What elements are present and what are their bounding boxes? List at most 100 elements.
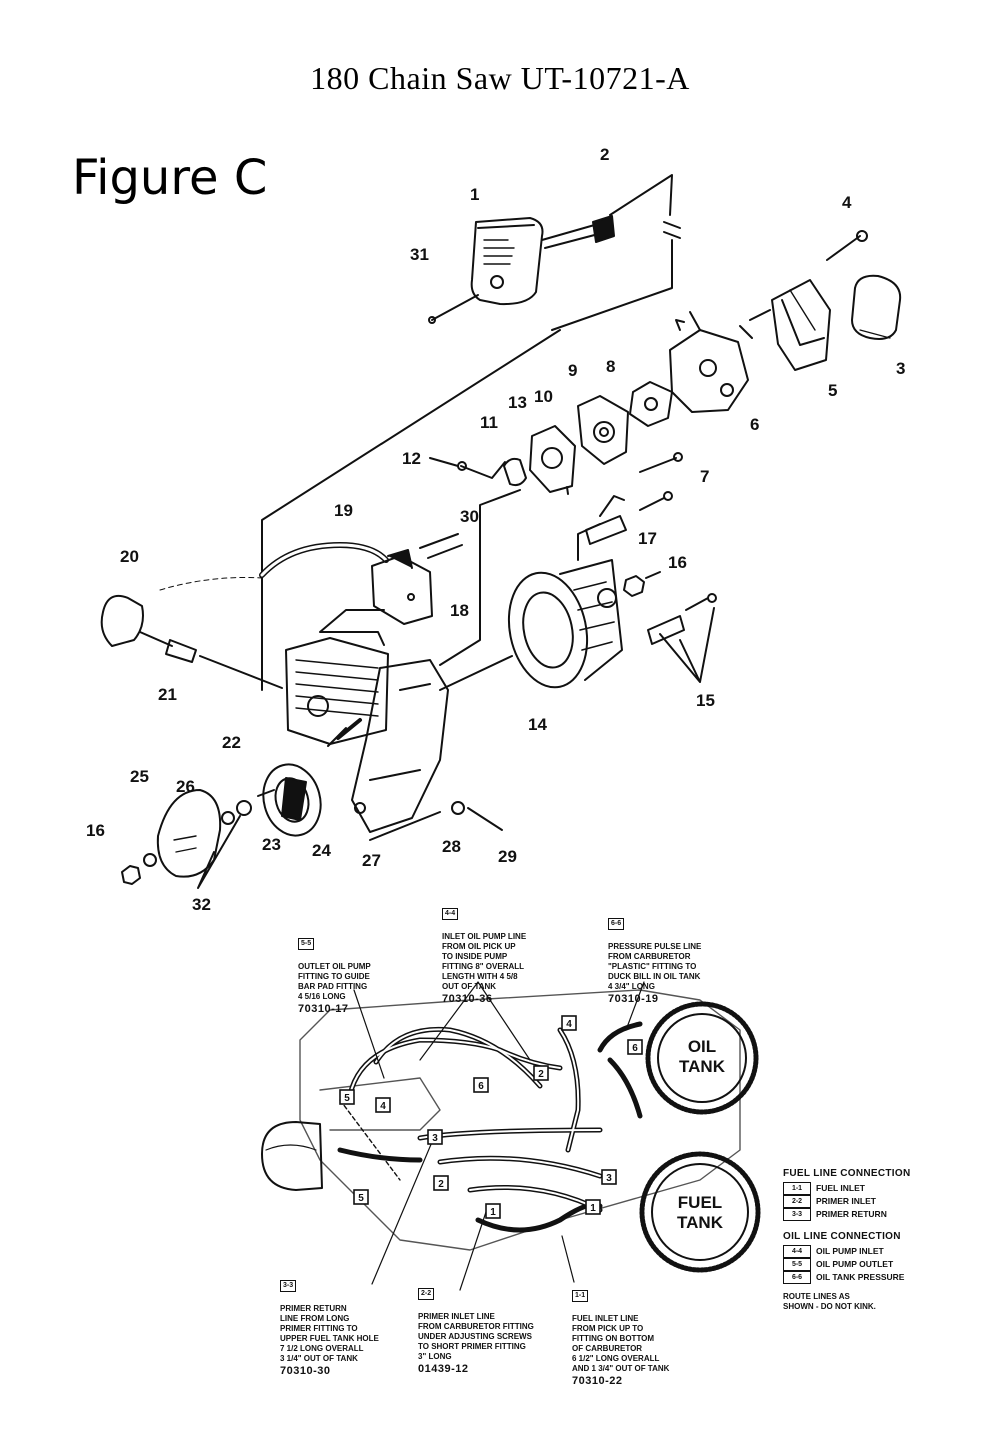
route-box-6b: 6: [478, 1081, 484, 1092]
route-box-3b: 3: [606, 1173, 612, 1184]
callout-16: 16: [668, 553, 687, 572]
part-carb-adapter: [577, 395, 629, 465]
part-clip-11: [503, 457, 527, 487]
callout-16b: 16: [86, 821, 105, 840]
callout-9: 9: [568, 361, 577, 380]
callout-10: 10: [534, 387, 553, 406]
caption-text: OUTLET OIL PUMP FITTING TO GUIDE BAR PAD…: [298, 962, 371, 1001]
route-box-2: 2: [538, 1069, 544, 1080]
caption-fuel-inlet: 1-1 FUEL INLET LINE FROM PICK UP TO FITT…: [572, 1280, 702, 1396]
caption-code: 3-3: [280, 1280, 297, 1292]
callout-26: 26: [176, 777, 195, 796]
callout-23: 23: [262, 835, 281, 854]
fuel-tank-label-line1: FUEL: [678, 1193, 722, 1212]
legend-key: 3-3: [783, 1208, 811, 1221]
line-routing-diagram: [261, 981, 761, 1291]
callout-13: 13: [508, 393, 527, 412]
callout-5: 5: [828, 381, 837, 400]
legend-row-oil-pump-outlet: 5-5 OIL PUMP OUTLET: [783, 1258, 993, 1271]
caption-part-number: 01439-12: [418, 1363, 469, 1375]
route-note: ROUTE LINES AS SHOWN - DO NOT KINK.: [783, 1292, 876, 1311]
callout-29: 29: [498, 847, 517, 866]
part-screw-30: [419, 533, 463, 559]
callout-22: 22: [222, 733, 241, 752]
page-title: 180 Chain Saw UT-10721-A: [310, 60, 690, 96]
callout-7: 7: [700, 467, 709, 486]
legend-key: 5-5: [783, 1258, 811, 1271]
part-carburetor: [669, 311, 749, 413]
part-primer-bulb-20: [100, 594, 144, 647]
part-screw-7: [639, 457, 677, 473]
part-screw-31: [431, 294, 479, 321]
part-nut-16b: [121, 865, 141, 885]
part-washer-28: [451, 801, 465, 815]
part-screw-29: [467, 807, 503, 831]
caption-text: PRESSURE PULSE LINE FROM CARBURETOR "PLA…: [608, 942, 702, 991]
legend-label: PRIMER RETURN: [816, 1209, 887, 1219]
legend-key: 1-1: [783, 1182, 811, 1195]
callout-12: 12: [402, 449, 421, 468]
route-box-2b: 2: [438, 1179, 444, 1190]
caption-primer-return: 3-3 PRIMER RETURN LINE FROM LONG PRIMER …: [280, 1270, 400, 1386]
legend-key: 4-4: [783, 1245, 811, 1258]
fuel-tank-label-line2: TANK: [677, 1213, 724, 1232]
caption-code: 6-6: [608, 918, 625, 930]
part-gasket-8: [629, 381, 673, 427]
legend-key: 6-6: [783, 1271, 811, 1284]
part-washer-26: [221, 811, 235, 825]
caption-primer-inlet: 2-2 PRIMER INLET LINE FROM CARBURETOR FI…: [418, 1278, 558, 1384]
legend-row-primer-inlet: 2-2 PRIMER INLET: [783, 1195, 993, 1208]
callout-31: 31: [410, 245, 429, 264]
callout-11: 11: [480, 413, 498, 432]
legend-label: OIL PUMP INLET: [816, 1246, 884, 1256]
caption-part-number: 70310-19: [608, 993, 659, 1005]
callout-3: 3: [896, 359, 905, 378]
part-washer-17: [597, 588, 617, 608]
part-cylinder: [285, 637, 389, 745]
callout-14: 14: [528, 715, 547, 734]
part-air-filter-cover: [470, 217, 607, 306]
legend-label: PRIMER INLET: [816, 1196, 876, 1206]
part-flywheel: [507, 559, 623, 689]
caption-code: 1-1: [572, 1290, 589, 1302]
primer-bulb: [261, 1121, 323, 1191]
callout-1: 1: [470, 185, 479, 204]
fuel-legend-heading: FUEL LINE CONNECTION: [783, 1168, 911, 1179]
oil-tank-label-line1: OIL: [688, 1037, 716, 1056]
callout-8: 8: [606, 357, 615, 376]
caption-text: PRIMER INLET LINE FROM CARBURETOR FITTIN…: [418, 1312, 534, 1361]
part-filter-element: [851, 274, 902, 340]
part-clutch-cover: [156, 789, 222, 878]
route-box-5: 5: [344, 1093, 350, 1104]
legend-label: OIL PUMP OUTLET: [816, 1259, 894, 1269]
callout-2: 2: [600, 145, 609, 164]
fuel-tank-outline: [651, 1163, 749, 1261]
caption-code: 5-5: [298, 938, 315, 950]
callout-25: 25: [130, 767, 149, 786]
callout-21: 21: [158, 685, 177, 704]
caption-part-number: 70310-36: [442, 993, 493, 1005]
route-box-3: 3: [432, 1133, 438, 1144]
oil-tank-label-line2: TANK: [679, 1057, 726, 1076]
oil-tank-outline: [657, 1013, 747, 1103]
part-pawls-15: [585, 491, 717, 683]
callout-17: 17: [638, 529, 657, 548]
callout-20: 20: [120, 547, 139, 566]
route-box-6: 6: [632, 1043, 638, 1054]
legend-row-primer-return: 3-3 PRIMER RETURN: [783, 1208, 993, 1221]
callout-24: 24: [312, 841, 331, 860]
caption-part-number: 70310-22: [572, 1375, 623, 1387]
part-spring: [551, 174, 681, 331]
legend-label: FUEL INLET: [816, 1183, 865, 1193]
callout-28: 28: [442, 837, 461, 856]
figure-label: Figure C: [72, 150, 268, 206]
part-screw-4: [826, 235, 861, 261]
callout-6: 6: [750, 415, 759, 434]
route-box-5b: 5: [358, 1193, 364, 1204]
caption-part-number: 70310-30: [280, 1365, 331, 1377]
legend-row-oil-pump-inlet: 4-4 OIL PUMP INLET: [783, 1245, 993, 1258]
part-clutch-drum: [262, 763, 322, 837]
part-crankcase: [327, 659, 449, 833]
legend-key: 2-2: [783, 1195, 811, 1208]
